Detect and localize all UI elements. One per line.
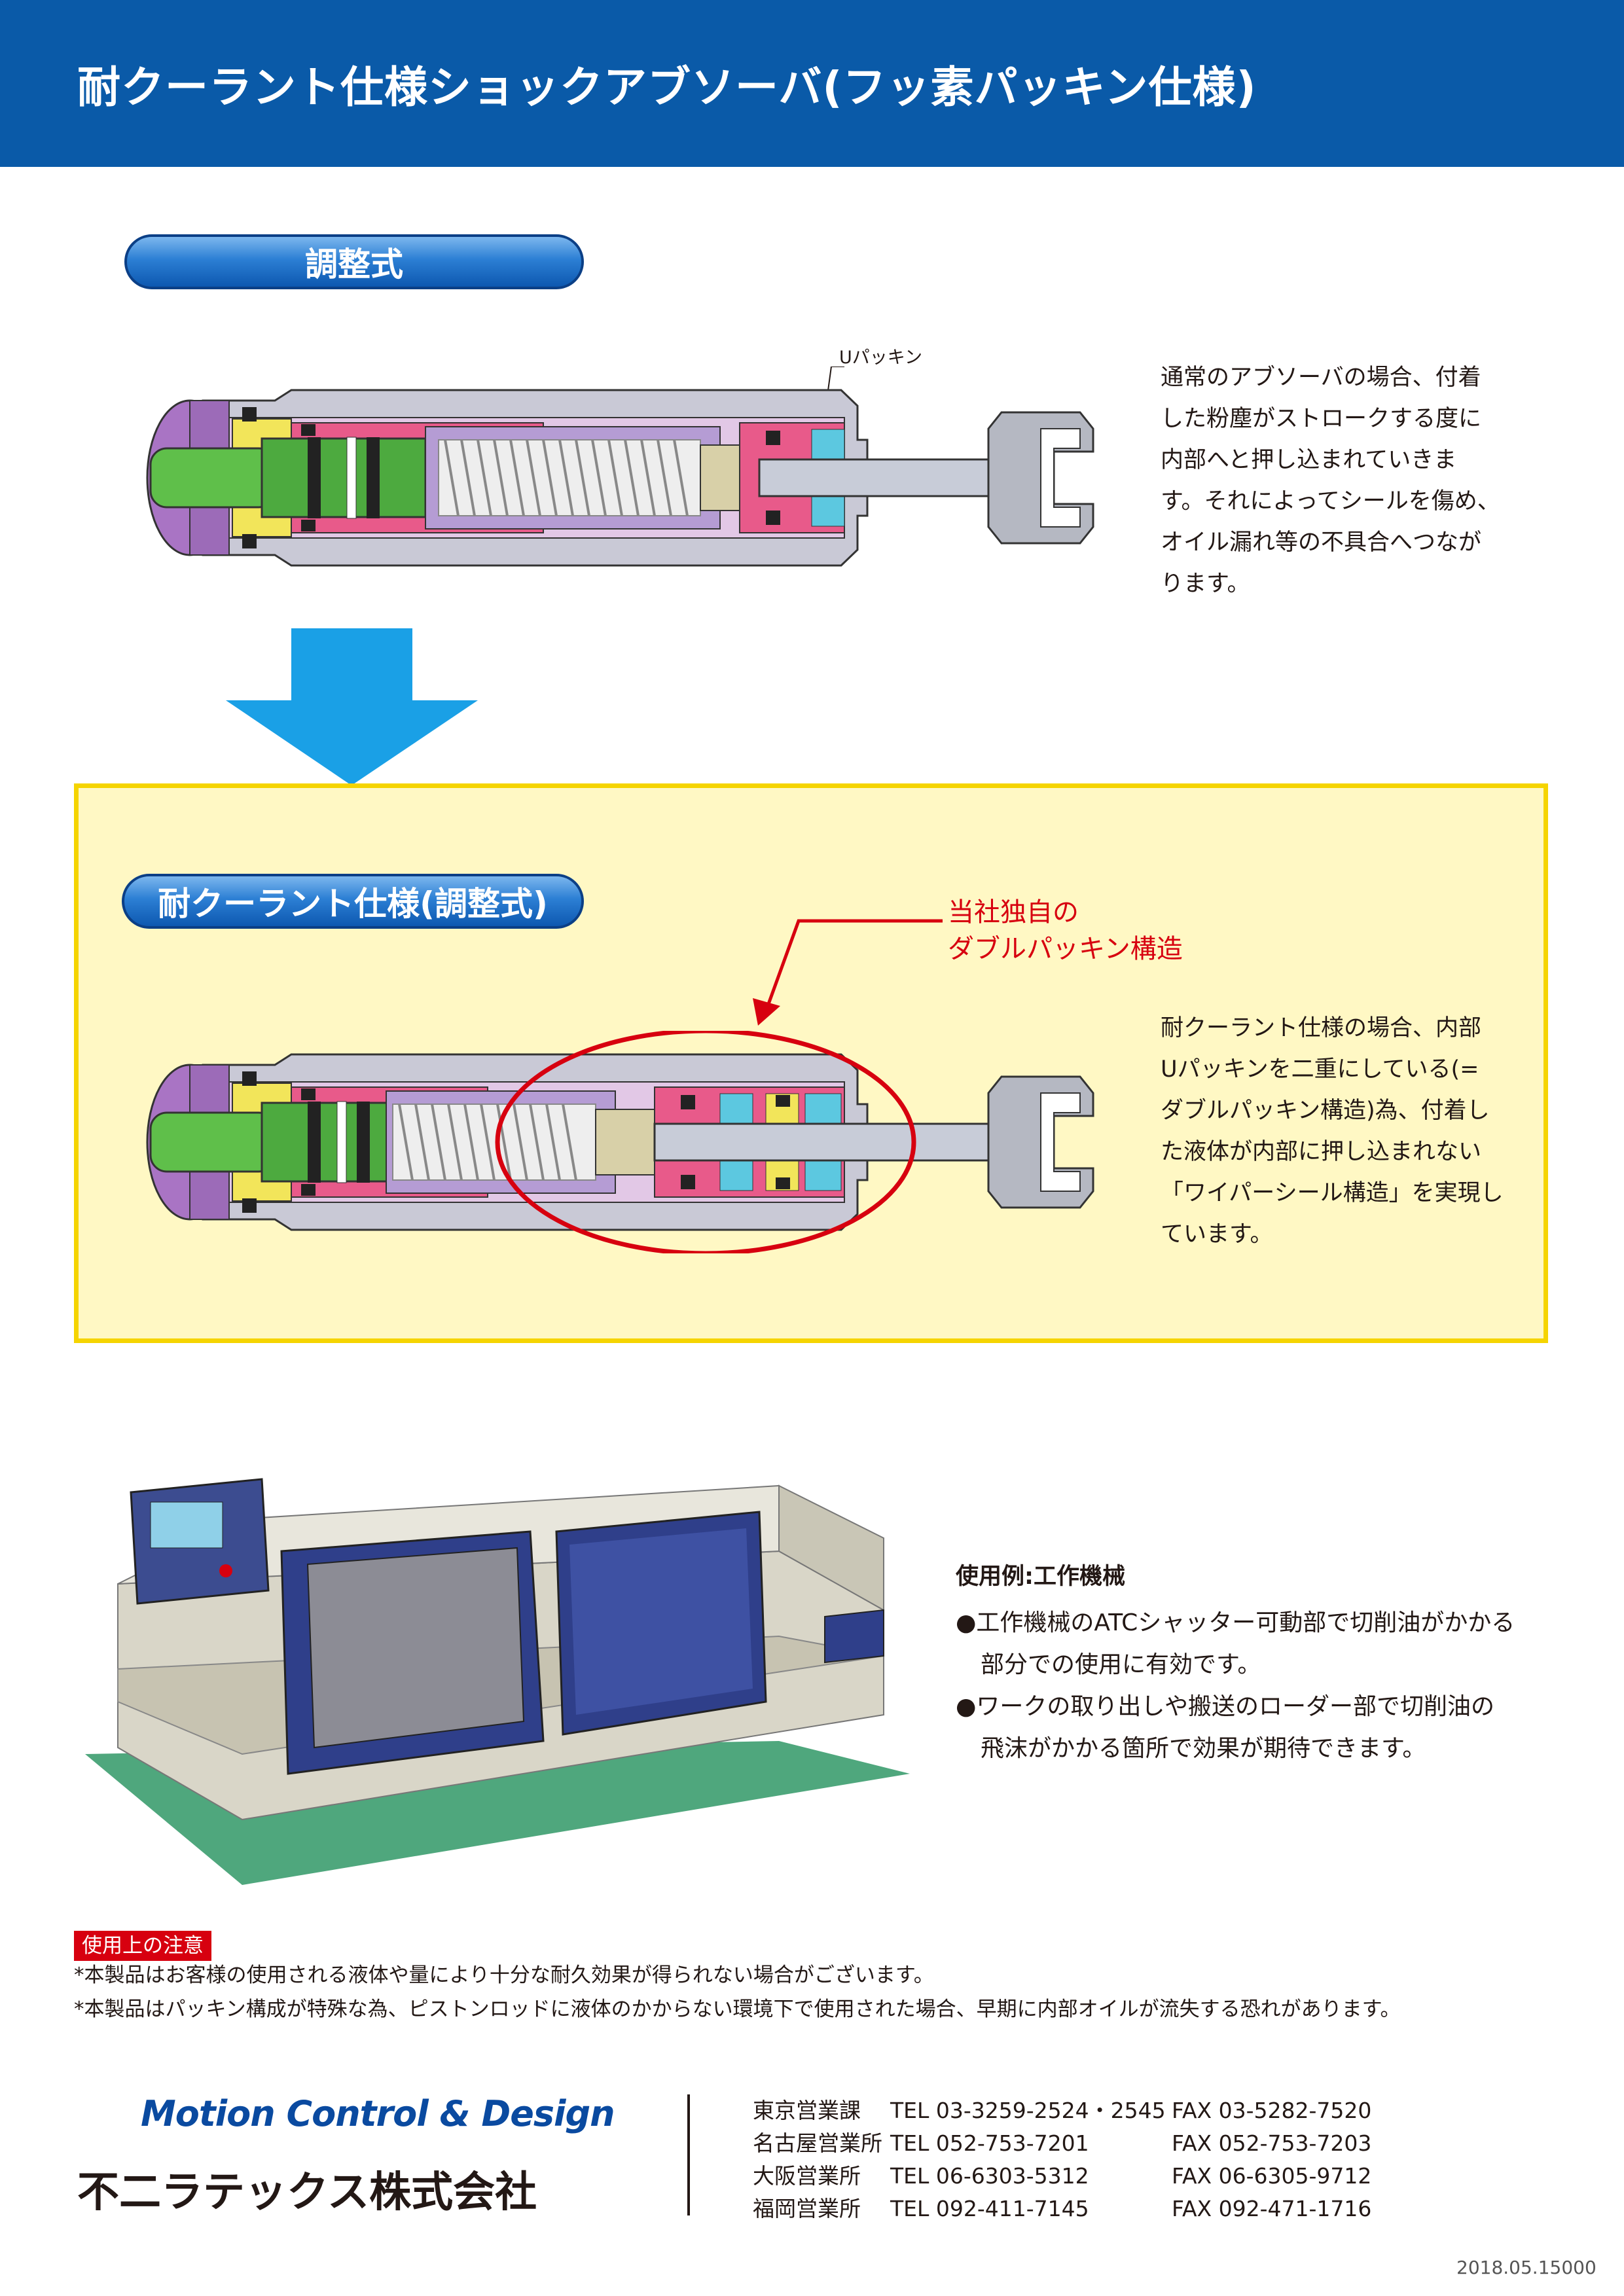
shock-absorber-double-packing-diagram (146, 1031, 1094, 1253)
annotation-arrow-icon (753, 919, 943, 1026)
company-name: 不二ラテックス株式会社 (77, 2168, 537, 2217)
u-packing-callout: Uパッキン (839, 348, 922, 368)
annotation-line-1: 当社独自の (948, 897, 1079, 927)
usage-bullet-2-line-2: 飛沫がかかる箇所で効果が期待できます。 (981, 1735, 1426, 1762)
adjuster-shaft (149, 1111, 276, 1173)
standard-description: 通常のアブソーバの場合、付着 した粉塵がストロークする度に 内部へと押し込まれて… (1161, 365, 1500, 597)
office-row: 東京営業課 TEL 03-3259-2524・2545 FAX 03-5282-… (753, 2098, 1372, 2123)
coolant-resistant-description: 耐クーラント仕様の場合、内部 Uパッキンを二重にしている(= ダブルパッキン構造… (1161, 1015, 1504, 1247)
double-packing-annotation: 当社独自の ダブルパッキン構造 (948, 894, 1183, 967)
office-row: 福岡営業所 TEL 092-411-7145 FAX 092-471-1716 (753, 2196, 1372, 2221)
adjuster-shaft (149, 447, 276, 509)
brand-tagline: Motion Control & Design (141, 2093, 615, 2134)
office-row: 大阪営業所 TEL 06-6303-5312 FAX 06-6305-9712 (753, 2163, 1372, 2189)
usage-notice-badge: 使用上の注意 (74, 1931, 211, 1961)
usage-heading: 使用例:工作機械 (956, 1564, 1125, 1590)
machine-tool-illustration (85, 1478, 910, 1885)
highlight-ellipse (495, 1031, 916, 1253)
notice-line-1: *本製品はお客様の使用される液体や量により十分な耐久効果が得られない場合がござい… (74, 1964, 934, 1987)
down-arrow-icon (226, 628, 478, 785)
usage-bullets: ●工作機械のATCシャッター可動部で切削油がかかる 部分での使用に有効です。 ●… (956, 1602, 1515, 1770)
section-label-adjustable: 調整式 (124, 234, 584, 289)
annotation-line-2: ダブルパッキン構造 (948, 934, 1183, 964)
footer-divider (687, 2094, 690, 2215)
notice-line-2: *本製品はパッキン構成が特殊な為、ピストンロッドに液体のかからない環境下で使用さ… (74, 1998, 1401, 2021)
page-title: 耐クーラント仕様ショックアブソーバ(フッ素パッキン仕様) (77, 62, 1257, 113)
header-bar (0, 0, 1624, 167)
shock-absorber-standard-diagram (146, 367, 1094, 567)
section-label-text: 調整式 (305, 245, 403, 283)
usage-bullet-1-line-2: 部分での使用に有効です。 (981, 1651, 1261, 1678)
office-row: 名古屋営業所 TEL 052-753-7201 FAX 052-753-7203 (753, 2130, 1372, 2156)
piston-rod (758, 458, 996, 497)
section-label-text: 耐クーラント仕様(調整式) (158, 885, 548, 923)
document-code: 2018.05.15000 (1456, 2257, 1597, 2278)
piston-rod (653, 1122, 996, 1162)
usage-bullet-2-line-1: ●ワークの取り出しや搬送のローダー部で切削油の (956, 1693, 1495, 1720)
section-label-coolant-resistant: 耐クーラント仕様(調整式) (122, 874, 584, 929)
usage-bullet-1-line-1: ●工作機械のATCシャッター可動部で切削油がかかる (956, 1609, 1515, 1636)
office-contact-list: 東京営業課 TEL 03-3259-2524・2545 FAX 03-5282-… (753, 2094, 1371, 2225)
